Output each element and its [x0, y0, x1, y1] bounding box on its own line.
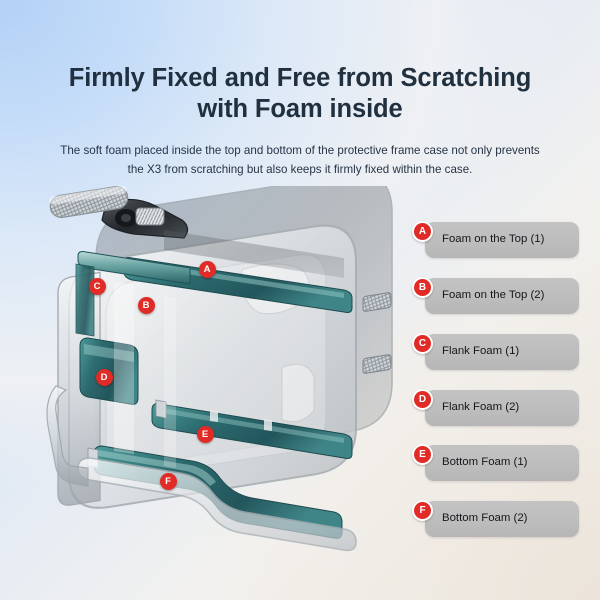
legend-label: Flank Foam (1)	[442, 345, 520, 357]
case-left-corner	[46, 385, 89, 487]
legend-pill	[425, 278, 579, 314]
marker-b: B	[137, 296, 155, 314]
marker-e: E	[196, 425, 214, 443]
description: The soft foam placed inside the top and …	[0, 125, 600, 179]
marker-a: A	[198, 260, 216, 278]
product-illustration: A B C D E F	[14, 186, 414, 556]
legend-item-c[interactable]: Flank Foam (1) C	[408, 333, 583, 371]
product-markers: A B C D E F	[14, 186, 414, 556]
marker-d: D	[95, 368, 113, 386]
legend-pill	[425, 334, 579, 370]
description-line-2: the X3 from scratching but also keeps it…	[127, 163, 473, 176]
marker-c: C	[88, 277, 106, 295]
legend-item-a[interactable]: Foam on the Top (1) A	[408, 221, 583, 259]
legend-badge-a: A	[412, 221, 433, 242]
mount-tabs	[362, 292, 392, 374]
legend-badge-f: F	[412, 500, 433, 521]
legend-pill	[425, 445, 579, 481]
legend-item-b[interactable]: Foam on the Top (2) B	[408, 277, 583, 315]
legend-badge-c: C	[412, 333, 433, 354]
legend-label: Foam on the Top (1)	[442, 233, 545, 245]
legend-item-e[interactable]: Bottom Foam (1) E	[408, 444, 583, 482]
page-title: Firmly Fixed and Free from Scratching wi…	[0, 0, 600, 125]
marker-f: F	[159, 472, 177, 490]
header: Firmly Fixed and Free from Scratching wi…	[0, 0, 600, 179]
title-line-1: Firmly Fixed and Free from Scratching	[68, 64, 532, 92]
legend-label: Foam on the Top (2)	[442, 289, 545, 301]
legend-label: Bottom Foam (2)	[442, 512, 528, 524]
legend-badge-d: D	[412, 389, 433, 410]
description-line-1: The soft foam placed inside the top and …	[60, 144, 540, 157]
gloss-highlights	[114, 282, 176, 468]
thumbscrew	[49, 186, 129, 218]
legend-label: Bottom Foam (1)	[442, 456, 528, 468]
case-bottom-rail	[77, 457, 357, 552]
legend-badge-b: B	[412, 277, 433, 298]
legend-label: Flank Foam (2)	[442, 401, 520, 413]
title-line-2: with Foam inside	[197, 95, 403, 123]
legend-pill	[425, 390, 579, 426]
legend-list: Foam on the Top (1) A Foam on the Top (2…	[408, 215, 583, 538]
foam-e-bottom-1	[151, 399, 353, 459]
legend-pill	[425, 222, 579, 258]
legend-item-f[interactable]: Bottom Foam (2) F	[408, 500, 583, 538]
legend-badge-e: E	[412, 444, 433, 465]
legend-item-d[interactable]: Flank Foam (2) D	[408, 389, 583, 427]
case-top-strap	[164, 230, 344, 278]
legend-pill	[425, 501, 579, 537]
clamp-assembly	[49, 186, 189, 239]
